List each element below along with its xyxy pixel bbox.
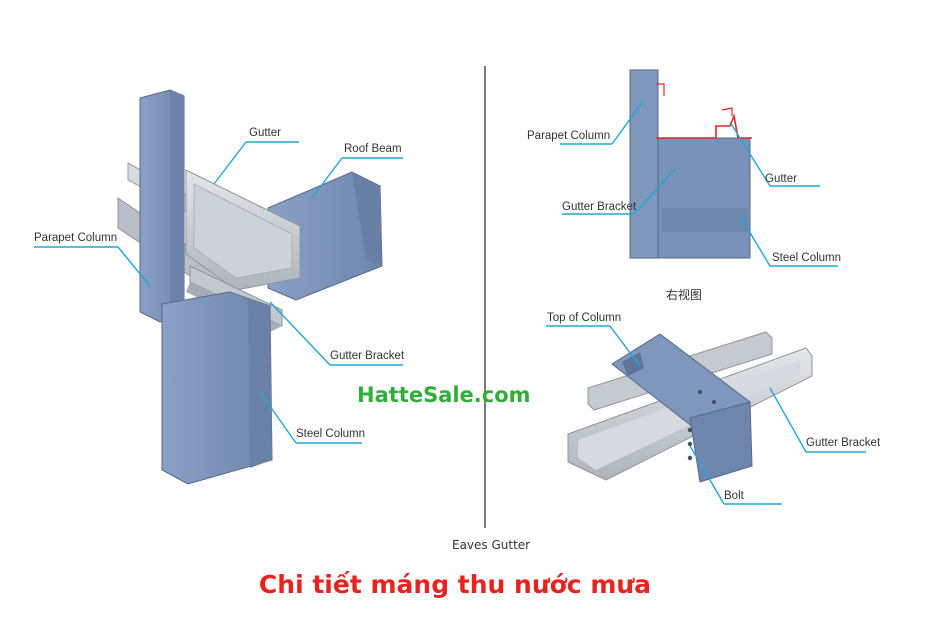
leader-gutter-right-tick <box>729 121 771 187</box>
label-parapet-column-right: Parapet Column <box>527 130 610 142</box>
leader-parapet-column-right-tick <box>611 99 645 145</box>
label-roof-beam: Roof Beam <box>344 143 402 155</box>
caption-right-view: 右视图 <box>666 287 702 302</box>
column-web <box>689 401 753 483</box>
column-top-view <box>567 331 813 483</box>
label-parapet-column-left: Parapet Column <box>34 232 117 244</box>
label-gutter: Gutter <box>249 127 281 139</box>
bolt-3 <box>687 455 693 461</box>
label-gutter-bracket-left: Gutter Bracket <box>330 350 405 362</box>
gutter-inner <box>193 183 293 279</box>
gutter-bracket-elevation <box>662 208 748 232</box>
leader-gutter-bracket-left-tick <box>269 301 331 366</box>
leader-lines <box>34 99 866 505</box>
bolt-5 <box>712 400 716 404</box>
right-side-view <box>629 69 752 259</box>
gutter-edge <box>721 107 733 116</box>
leader-top-of-column-tick <box>609 325 641 367</box>
steel-column-elevation <box>657 137 751 259</box>
label-bolt: Bolt <box>724 490 745 502</box>
gutter-lip <box>656 83 665 96</box>
label-gutter-right: Gutter <box>765 173 797 185</box>
parapet-column-flange <box>170 90 184 318</box>
parapet-column-elevation <box>629 69 659 259</box>
left-eaves-gutter-view <box>117 89 383 485</box>
bolt-4 <box>698 390 702 394</box>
steel-column-flange <box>230 292 272 468</box>
bolt-1 <box>687 427 693 433</box>
page-title-text: Chi tiết máng thu nước mưa <box>258 570 652 599</box>
leader-gutter-tick <box>213 141 247 185</box>
leader-bolt-tick <box>689 445 725 505</box>
leader-gutter-bracket-top-tick <box>769 387 807 453</box>
label-gutter-bracket-right: Gutter Bracket <box>562 201 637 213</box>
watermark: HatteSale.com <box>357 383 531 407</box>
page-title: Chi tiết máng thu nước mưa <box>0 570 946 599</box>
roof-beam-flange <box>352 172 382 266</box>
leader-roof-beam-tick <box>311 157 343 199</box>
label-top-of-column: Top of Column <box>547 312 621 324</box>
label-gutter-bracket-top: Gutter Bracket <box>806 437 881 449</box>
leader-gutter-bracket-right-tick <box>633 167 677 215</box>
bolt-2 <box>687 441 693 447</box>
leader-parapet-column-left-tick <box>117 246 151 287</box>
leader-steel-column-left-tick <box>259 391 297 444</box>
column-stiffener <box>622 352 644 376</box>
label-steel-column-left: Steel Column <box>296 428 365 440</box>
label-steel-column-right: Steel Column <box>772 252 841 264</box>
caption-eaves-gutter: Eaves Gutter <box>452 538 530 552</box>
labels: Gutter Roof Beam Parapet Column Gutter B… <box>34 127 881 552</box>
leader-steel-column-right-tick <box>739 215 771 267</box>
gutter-outline <box>656 113 752 139</box>
